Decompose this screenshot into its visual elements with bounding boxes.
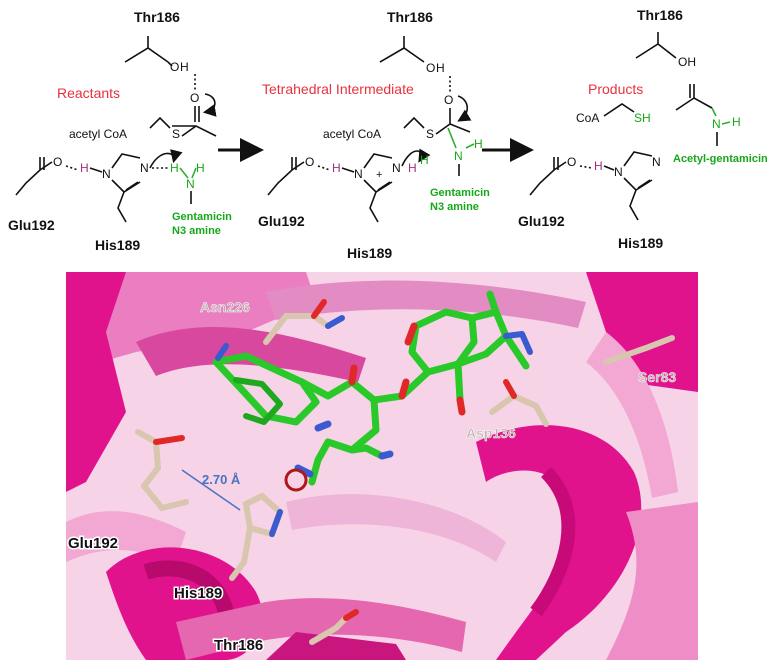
thr186-label: Thr186 <box>387 9 433 25</box>
curved-arrow <box>202 93 217 117</box>
svg-text:O: O <box>444 93 453 107</box>
reaction-scheme: Reactants Thr186 O H O S acetyl CoA O Gl… <box>8 7 768 261</box>
gentamicin-label: Gentamicin <box>172 211 232 223</box>
asp136-label: Asp136 <box>466 425 516 441</box>
svg-text:H: H <box>180 60 189 74</box>
svg-text:OH: OH <box>678 55 696 69</box>
products-panel: Products Thr186 OH CoA SH N H Acetyl-gen… <box>518 7 768 251</box>
svg-text:N: N <box>392 161 401 175</box>
intermediate-panel: Tetrahedral Intermediate Thr186 O H O S … <box>258 9 490 261</box>
svg-text:N: N <box>102 167 111 181</box>
svg-text:O: O <box>426 61 435 75</box>
thr186-label: Thr186 <box>214 637 263 654</box>
glu192-label: Glu192 <box>258 213 305 229</box>
n3-amine-highlight-circle <box>284 468 308 492</box>
thr186-sidechain <box>124 36 169 63</box>
his189-label: His189 <box>174 585 222 602</box>
glu192-label: Glu192 <box>518 213 565 229</box>
products-label: Products <box>588 81 643 97</box>
svg-text:N: N <box>140 161 149 175</box>
residue-sticks <box>135 299 675 645</box>
svg-text:O: O <box>190 91 199 105</box>
svg-text:H: H <box>436 61 445 75</box>
svg-text:H: H <box>732 115 741 129</box>
svg-text:O: O <box>53 155 62 169</box>
protein-structure-view: 2.70 Å Asn226 Ser83 Asp136 Glu192 His189… <box>66 272 698 660</box>
svg-text:N3 amine: N3 amine <box>430 201 479 213</box>
svg-text:N: N <box>354 167 363 181</box>
svg-text:N: N <box>614 165 623 179</box>
svg-text:H: H <box>474 137 483 151</box>
svg-text:N: N <box>652 155 661 169</box>
svg-text:H: H <box>196 161 205 175</box>
svg-text:H: H <box>594 159 603 173</box>
svg-text:H: H <box>408 161 417 175</box>
intermediate-label: Tetrahedral Intermediate <box>262 81 414 97</box>
asn226-label: Asn226 <box>200 299 250 315</box>
thr186-label: Thr186 <box>134 9 180 25</box>
coa-label: CoA <box>576 111 599 125</box>
svg-text:+: + <box>376 169 382 181</box>
ser83-label: Ser83 <box>638 369 676 385</box>
glu192-label: Glu192 <box>8 217 55 233</box>
his189-label: His189 <box>347 245 392 261</box>
svg-text:O: O <box>567 155 576 169</box>
distance-line <box>181 469 241 511</box>
svg-text:N3 amine: N3 amine <box>172 225 221 237</box>
his189-label: His189 <box>618 235 663 251</box>
svg-text:O: O <box>305 155 314 169</box>
gentamicin-ligand <box>212 290 533 486</box>
svg-text:SH: SH <box>634 111 651 125</box>
svg-text:N: N <box>186 177 195 191</box>
protein-ribbons <box>66 272 698 660</box>
acetyl-coa-label: acetyl CoA <box>323 127 381 141</box>
svg-text:N: N <box>712 117 721 131</box>
reactants-panel: Reactants Thr186 O H O S acetyl CoA O Gl… <box>8 9 232 253</box>
distance-label: 2.70 Å <box>202 472 241 487</box>
svg-text:H: H <box>80 161 89 175</box>
gentamicin-label: Gentamicin <box>430 187 490 199</box>
svg-text:N: N <box>454 149 463 163</box>
thr186-label: Thr186 <box>637 7 683 23</box>
svg-text:O: O <box>170 60 179 74</box>
svg-text:H: H <box>420 153 429 167</box>
reactants-label: Reactants <box>57 85 120 101</box>
acetyl-gentamicin-label: Acetyl-gentamicin <box>673 153 768 165</box>
svg-text:H: H <box>170 161 179 175</box>
svg-text:S: S <box>426 127 434 141</box>
svg-text:S: S <box>172 127 180 141</box>
his189-label: His189 <box>95 237 140 253</box>
acetyl-coa-label: acetyl CoA <box>69 127 127 141</box>
svg-text:H: H <box>332 161 341 175</box>
glu192-label: Glu192 <box>68 535 118 552</box>
